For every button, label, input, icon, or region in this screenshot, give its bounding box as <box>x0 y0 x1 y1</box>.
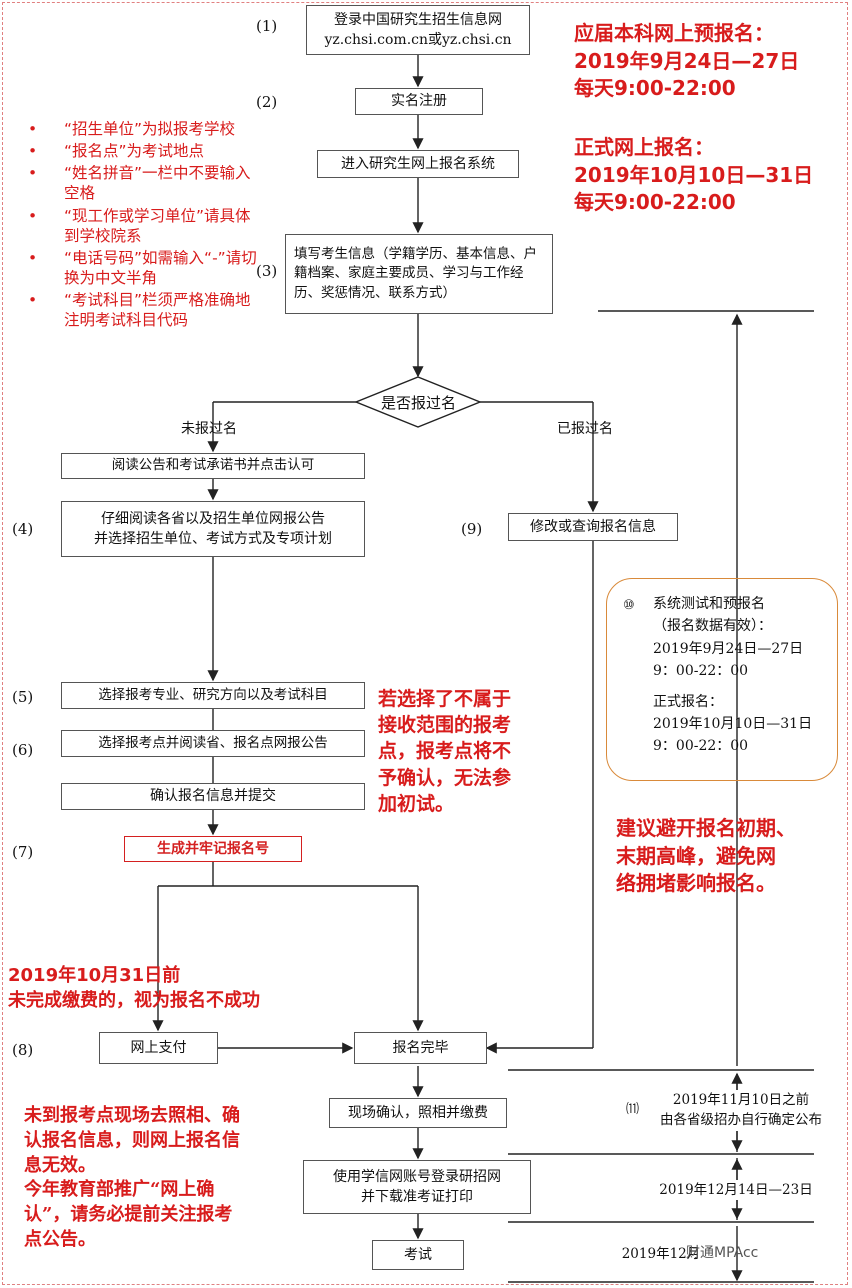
step-number-8: (8) <box>12 1041 34 1059</box>
register-box: 实名注册 <box>355 88 483 115</box>
note-item: “报名点”为考试地点 <box>24 141 264 161</box>
generate-number-box: 生成并牢记报名号 <box>124 836 302 862</box>
login-box: 登录中国研究生招生信息网 yz.chsi.com.cn或yz.chsi.cn <box>306 5 530 55</box>
exam-box: 考试 <box>372 1240 464 1270</box>
watermark-label: 财通MPAcc <box>686 1245 759 1261</box>
note-item: “现工作或学习单位”请具体到学校院系 <box>24 206 264 246</box>
step-number-4: (4) <box>12 520 34 538</box>
panel-line-1: 系统测试和预报名 <box>653 596 765 612</box>
step-number-11: ⑾ <box>626 1102 640 1117</box>
note-item: “考试科目”栏须严格准确地注明考试科目代码 <box>24 290 264 330</box>
enter-system-box: 进入研究生网上报名系统 <box>317 150 519 178</box>
scope-warning-annotation: 若选择了不属于 接收范围的报考 点，报考点将不 予确认，无法参 加初试。 <box>378 688 512 815</box>
fill-info-box: 填写考生信息（学籍学历、基本信息、户籍档案、家庭主要成员、学习与工作经历、奖惩情… <box>285 234 553 314</box>
field-notes-list: “招生单位”为拟报考学校 “报名点”为考试地点 “姓名拼音”一栏中不要输入空格 … <box>24 119 264 332</box>
onsite-date-label: 2019年11月10日之前 由各省级招办自行确定公布 <box>652 1090 830 1131</box>
pay-online-box: 网上支付 <box>99 1032 218 1064</box>
step-number-9: (9) <box>461 520 483 538</box>
step-number-6: (6) <box>12 741 34 759</box>
decision-label: 是否报过名 <box>381 394 457 412</box>
download-date-label: 2019年12月14日—23日 <box>654 1180 818 1201</box>
note-item: “电话号码”如需输入“-”请切换为中文半角 <box>24 248 264 288</box>
exam-date-label: 2019年12月 <box>616 1244 706 1265</box>
choose-site-box: 选择报考点并阅读省、报名点网报公告 <box>61 730 365 757</box>
panel-line-7: 9：00-22：00 <box>653 738 749 755</box>
panel-line-3: 2019年9月24日—27日 <box>653 640 804 657</box>
modify-info-box: 修改或查询报名信息 <box>508 513 678 541</box>
download-ticket-box: 使用学信网账号登录研招网 并下载准考证打印 <box>303 1160 531 1214</box>
avoid-peak-annotation: 建议避开报名初期、 末期高峰，避免网 络拥堵影响报名。 <box>616 816 796 896</box>
note-item: “招生单位”为拟报考学校 <box>24 119 264 139</box>
step-number-2: (2) <box>256 93 278 111</box>
formal-reg-annotation: 正式网上报名： 2019年10月10日—31日 每天9:00-22:00 <box>574 135 814 215</box>
read-notice-box: 阅读公告和考试承诺书并点击认可 <box>61 453 365 479</box>
finished-box: 报名完毕 <box>354 1032 487 1064</box>
step-number-7: (7) <box>12 843 34 861</box>
registration-period-panel: ⑩ 系统测试和预报名 （报名数据有效）： 2019年9月24日—27日 9：00… <box>606 578 838 781</box>
branch-not-registered: 未报过名 <box>181 421 237 437</box>
panel-line-6: 2019年10月10日—31日 <box>653 715 813 732</box>
choose-major-box: 选择报考专业、研究方向以及考试科目 <box>61 682 365 709</box>
choose-unit-box: 仔细阅读各省以及招生单位网报公告 并选择招生单位、考试方式及专项计划 <box>61 501 365 557</box>
confirm-submit-box: 确认报名信息并提交 <box>61 783 365 810</box>
branch-registered: 已报过名 <box>557 421 613 437</box>
step-number-5: (5) <box>12 688 34 706</box>
confirm-note-annotation: 未到报考点现场去照相、确 认报名信息，则网上报名信 息无效。 今年教育部推广“网… <box>24 1105 240 1251</box>
step-number-1: (1) <box>256 17 278 35</box>
panel-line-5: 正式报名： <box>653 693 723 710</box>
step-number-10: ⑩ <box>623 598 635 613</box>
onsite-confirm-box: 现场确认，照相并缴费 <box>329 1098 507 1128</box>
panel-line-4: 9：00-22：00 <box>653 663 749 680</box>
note-item: “姓名拼音”一栏中不要输入空格 <box>24 163 264 203</box>
panel-line-2: （报名数据有效）： <box>653 618 772 635</box>
prereg-annotation: 应届本科网上预报名： 2019年9月24日—27日 每天9:00-22:00 <box>574 21 800 101</box>
pay-deadline-annotation: 2019年10月31日前 未完成缴费的，视为报名不成功 <box>8 965 260 1011</box>
